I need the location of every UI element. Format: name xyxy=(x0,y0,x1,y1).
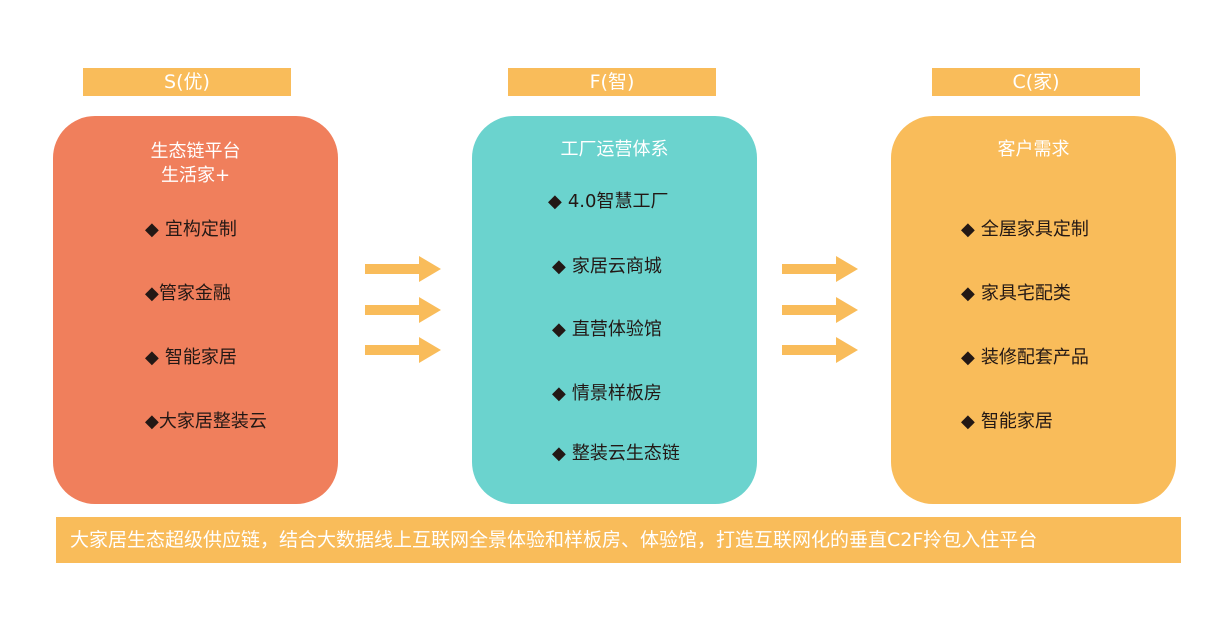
diamond-bullet-icon: ◆ xyxy=(552,319,566,340)
diamond-bullet-icon: ◆ xyxy=(961,283,975,304)
c-column-box: 客户需求 ◆全屋家具定制 ◆家具宅配类 ◆装修配套产品 ◆智能家居 xyxy=(891,116,1176,504)
diamond-bullet-icon: ◆ xyxy=(145,219,159,240)
c-item-label: 智能家居 xyxy=(980,411,1053,432)
s-box-title-line-1: 生态链平台 xyxy=(150,141,241,162)
diamond-bullet-icon: ◆ xyxy=(548,191,562,212)
diamond-bullet-icon: ◆ xyxy=(552,256,566,277)
c-box-title: 客户需求 xyxy=(997,139,1070,160)
diamond-bullet-icon: ◆ xyxy=(552,383,566,404)
right-arrow-icon xyxy=(782,337,858,363)
s-column-box: 生态链平台 生活家+ ◆宜构定制 ◆管家金融 ◆智能家居 ◆大家居整装云 xyxy=(53,116,338,504)
f-list-item: ◆整装云生态链 xyxy=(552,442,680,466)
diamond-bullet-icon: ◆ xyxy=(552,443,566,464)
tab-c: C(家) xyxy=(932,68,1140,96)
right-arrow-icon xyxy=(365,337,441,363)
diamond-bullet-icon: ◆ xyxy=(145,347,159,368)
diamond-bullet-icon: ◆ xyxy=(961,219,975,240)
f-list-item: ◆直营体验馆 xyxy=(552,318,662,342)
s-item-label: 管家金融 xyxy=(158,283,231,304)
c-item-label: 家具宅配类 xyxy=(980,283,1071,304)
right-arrow-icon xyxy=(365,256,441,282)
diamond-bullet-icon: ◆ xyxy=(145,411,159,432)
right-arrow-icon xyxy=(365,297,441,323)
s-item-label: 大家居整装云 xyxy=(158,411,267,432)
tab-s: S(优) xyxy=(83,68,291,96)
right-arrow-icon xyxy=(782,297,858,323)
c-list-item: ◆全屋家具定制 xyxy=(961,218,1089,242)
f-list-item: ◆情景样板房 xyxy=(552,382,662,406)
f-item-label: 情景样板房 xyxy=(571,383,662,404)
c-list-item: ◆装修配套产品 xyxy=(961,346,1089,370)
s-item-label: 智能家居 xyxy=(164,347,237,368)
f-item-label: 家居云商城 xyxy=(571,256,662,277)
c-item-label: 装修配套产品 xyxy=(980,347,1089,368)
f-item-label: 4.0智慧工厂 xyxy=(567,191,669,212)
s-list-item: ◆管家金融 xyxy=(145,282,231,306)
diamond-bullet-icon: ◆ xyxy=(145,283,159,304)
f-item-label: 直营体验馆 xyxy=(571,319,662,340)
c-item-label: 全屋家具定制 xyxy=(980,219,1089,240)
f-list-item: ◆4.0智慧工厂 xyxy=(548,190,668,214)
s-list-item: ◆大家居整装云 xyxy=(145,410,267,434)
diamond-bullet-icon: ◆ xyxy=(961,411,975,432)
f-column-box: 工厂运营体系 ◆4.0智慧工厂 ◆家居云商城 ◆直营体验馆 ◆情景样板房 ◆整装… xyxy=(472,116,757,504)
f-box-title: 工厂运营体系 xyxy=(560,139,669,160)
s-list-item: ◆智能家居 xyxy=(145,346,237,370)
tab-f: F(智) xyxy=(508,68,716,96)
s-item-label: 宜构定制 xyxy=(164,219,237,240)
right-arrow-icon xyxy=(782,256,858,282)
diamond-bullet-icon: ◆ xyxy=(961,347,975,368)
s-list-item: ◆宜构定制 xyxy=(145,218,237,242)
f-list-item: ◆家居云商城 xyxy=(552,255,662,279)
c-list-item: ◆家具宅配类 xyxy=(961,282,1071,306)
summary-banner: 大家居生态超级供应链，结合大数据线上互联网全景体验和样板房、体验馆，打造互联网化… xyxy=(56,517,1181,563)
f-item-label: 整装云生态链 xyxy=(571,443,680,464)
c-list-item: ◆智能家居 xyxy=(961,410,1053,434)
s-box-title-line-2: 生活家+ xyxy=(160,165,231,186)
